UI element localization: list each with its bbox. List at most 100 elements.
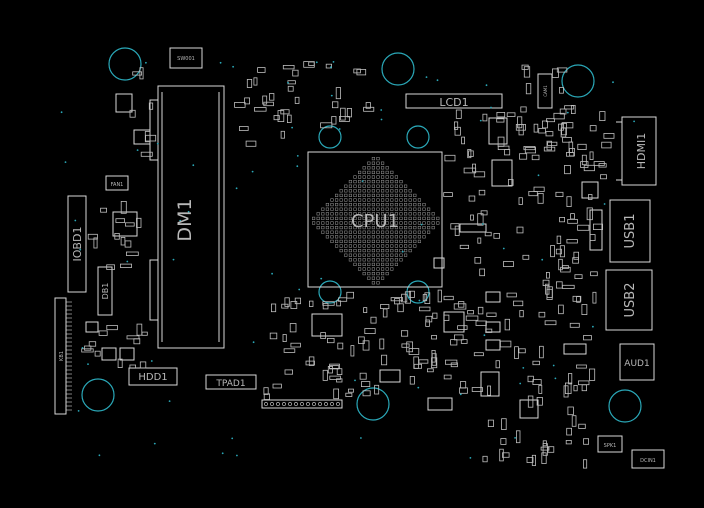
- bga-ball: [413, 212, 417, 216]
- passive-pad: [533, 186, 545, 192]
- passive-pad: [552, 68, 559, 78]
- test-point: [291, 126, 293, 129]
- test-point: [251, 170, 254, 173]
- test-point: [252, 341, 255, 344]
- passive-pad: [346, 108, 352, 118]
- passive-pad: [504, 149, 511, 156]
- bga-ball: [381, 272, 385, 276]
- test-point: [380, 109, 383, 111]
- bga-ball: [344, 235, 348, 239]
- bga-ball: [408, 193, 412, 197]
- lcd-label: LCD1: [439, 96, 468, 109]
- bga-ball: [353, 207, 357, 211]
- bga-ball: [399, 180, 403, 184]
- passive-pad: [478, 189, 486, 196]
- bga-ball: [371, 193, 375, 197]
- bga-ball: [385, 230, 389, 234]
- passive-pad: [443, 314, 450, 321]
- passive-pad: [496, 112, 506, 118]
- bga-ball: [394, 262, 398, 266]
- ic-chip: [491, 159, 513, 187]
- passive-pad: [282, 334, 287, 342]
- bga-ball: [394, 212, 398, 216]
- bga-ball: [367, 262, 371, 266]
- test-point: [287, 81, 289, 84]
- bga-ball: [385, 253, 389, 257]
- bga-ball: [376, 157, 380, 161]
- bga-ball: [408, 239, 412, 243]
- silkscreen-labels: CPU1 DM1 LCD1 HDMI1 USB1 USB2 AUD1 IOBD1…: [59, 56, 656, 464]
- test-point: [64, 161, 67, 164]
- bga-ball: [399, 230, 403, 234]
- bga-ball: [371, 258, 375, 262]
- bga-ball: [385, 226, 389, 230]
- test-point: [60, 111, 63, 114]
- passive-pad: [459, 387, 468, 394]
- header-pin: [300, 402, 304, 406]
- passive-pad: [568, 373, 573, 385]
- passive-pad: [474, 257, 482, 264]
- passive-pad: [603, 133, 615, 139]
- ic-chip: [485, 291, 501, 303]
- bga-ball: [330, 239, 334, 243]
- passive-pad: [269, 93, 275, 101]
- bga-ball: [376, 198, 380, 202]
- passive-pad: [308, 61, 315, 66]
- passive-pad: [531, 154, 540, 161]
- bga-ball: [381, 262, 385, 266]
- passive-pad: [583, 438, 589, 445]
- bga-ball: [325, 226, 329, 230]
- bga-ball: [371, 184, 375, 188]
- passive-pad: [589, 234, 596, 242]
- passive-pad: [432, 312, 438, 319]
- bga-ball: [381, 189, 385, 193]
- ic-chip: [581, 181, 599, 199]
- passive-pad: [467, 149, 472, 159]
- passive-pad: [573, 251, 580, 260]
- bga-ball: [408, 189, 412, 193]
- bga-ball: [399, 184, 403, 188]
- bga-ball: [371, 281, 375, 285]
- header-pin: [282, 402, 286, 406]
- bga-ball: [330, 207, 334, 211]
- passive-pad: [562, 136, 572, 143]
- bga-ball: [325, 216, 329, 220]
- bga-ball: [367, 161, 371, 165]
- bga-ball: [399, 216, 403, 220]
- test-point: [420, 223, 423, 226]
- bga-ball: [358, 235, 362, 239]
- passive-pad: [408, 290, 415, 298]
- passive-pad: [284, 369, 293, 375]
- passive-pad: [273, 115, 280, 121]
- passive-pad: [586, 207, 593, 221]
- passive-pad: [331, 116, 337, 125]
- bga-ball: [344, 193, 348, 197]
- passive-pad: [339, 116, 350, 122]
- bga-ball: [413, 235, 417, 239]
- passive-pad: [525, 83, 532, 95]
- bga-ball: [367, 203, 371, 207]
- mounting-hole: [561, 64, 595, 98]
- bga-ball: [413, 244, 417, 248]
- bga-ball: [427, 207, 431, 211]
- passive-pad: [129, 109, 136, 118]
- ic-chip: [101, 347, 117, 361]
- test-point: [436, 79, 439, 82]
- passive-pad: [457, 325, 468, 330]
- passive-pad: [518, 348, 526, 354]
- passive-pad: [360, 381, 371, 388]
- passive-pad: [455, 109, 462, 119]
- bga-ball: [339, 230, 343, 234]
- passive-pad: [308, 300, 314, 307]
- passive-pad: [506, 112, 516, 117]
- passive-pad: [359, 372, 367, 380]
- bga-ball: [385, 193, 389, 197]
- cpu-mount-hole: [318, 280, 342, 304]
- passive-pad: [578, 380, 590, 386]
- bga-ball: [339, 235, 343, 239]
- bga-ball: [362, 184, 366, 188]
- passive-pad: [521, 64, 529, 70]
- ic-chip: [427, 397, 453, 411]
- passive-pad: [573, 384, 578, 392]
- passive-pad: [120, 263, 133, 268]
